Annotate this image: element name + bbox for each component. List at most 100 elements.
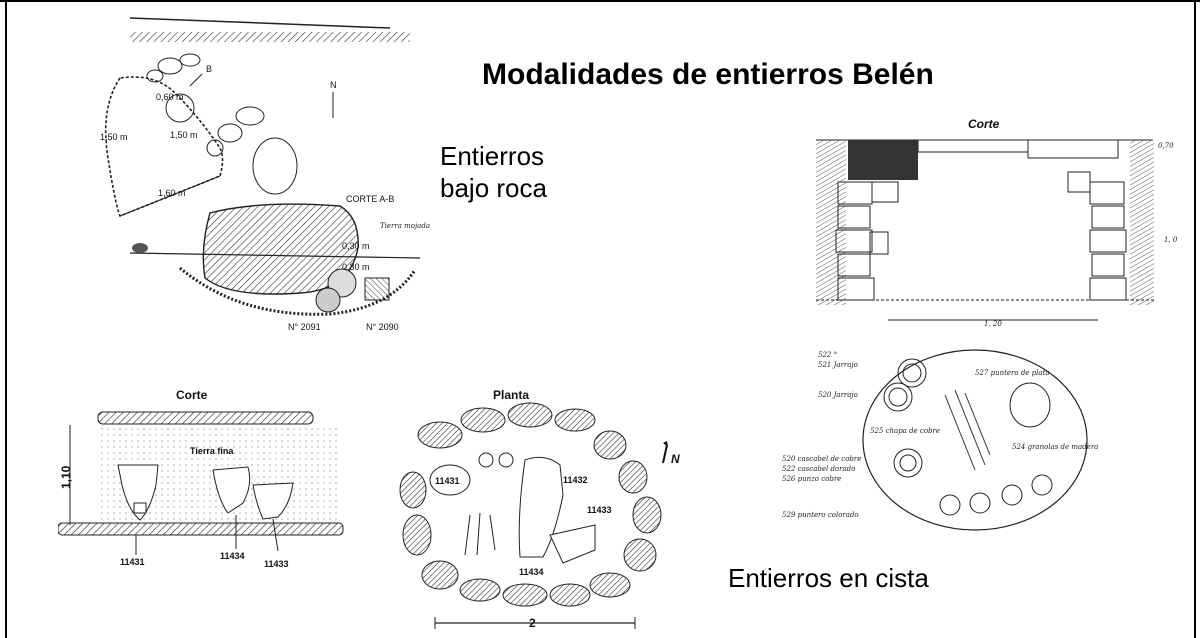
slide-border-right (1194, 0, 1196, 638)
artifact-id: 11433 (264, 559, 289, 569)
plan-note: 529 puntero colorado (782, 511, 859, 519)
soil-left (816, 140, 846, 305)
vessel-circle (899, 454, 917, 472)
terrain-hatch (130, 32, 410, 42)
vessel-circle (902, 363, 922, 383)
caption-rock-burials: Entierros bajo roca (440, 140, 547, 204)
plan-note: 527 puntero de plata (975, 369, 1050, 377)
vessel-shape (549, 524, 596, 564)
caption-rock-line1: Entierros (440, 141, 545, 171)
large-rock (252, 137, 298, 195)
pit-outline (104, 76, 224, 218)
scale-label: 2 (529, 616, 536, 630)
bone-group (464, 512, 496, 556)
cap-stone (1027, 139, 1119, 159)
artifact-id: 11432 (563, 475, 588, 485)
leader-line (272, 518, 279, 552)
soil-label: Tierra fina (190, 446, 234, 456)
dim-label: 0,30 m (342, 262, 370, 272)
plan-note: 522 cascabel dorado (782, 465, 855, 473)
width-dim: 1, 20 (984, 320, 1002, 328)
skull-shape (969, 492, 991, 514)
rock-shape (157, 57, 183, 75)
artifact-id: N° 2090 (366, 322, 399, 332)
height-label: 1,10 (59, 465, 73, 489)
dim-label: 1,60 m (158, 188, 186, 198)
vessel-circle (888, 387, 908, 407)
cap-stones (97, 411, 314, 425)
plan-note: 526 punzo cobre (782, 475, 841, 483)
cist-plan-figure: 522 ° 521 Jarrajo 520 Jarrajo 527 punter… (782, 349, 1098, 531)
skull-icon (478, 452, 494, 468)
north-label: N (671, 452, 680, 466)
corte-label: Corte (176, 388, 208, 402)
slide-border-left (5, 0, 7, 638)
urn-shape (212, 466, 251, 514)
skull-shape (1001, 484, 1023, 506)
artifact-id: 11434 (220, 551, 245, 561)
rock-burial-figure: 0,60 m 1,50 m 1,50 m 1,60 m B N CORTE A-… (100, 17, 430, 332)
cap-stone-left (848, 140, 918, 180)
floor-stones (58, 522, 344, 536)
north-arrow-head (663, 441, 668, 447)
cist-section-figure: Corte 0,70 1, 0 1, 20 (816, 117, 1178, 328)
artifact-id: 11434 (519, 567, 544, 577)
dim-label: 0,30 m (342, 241, 370, 251)
terrain-line (129, 17, 391, 29)
dim-label: 1,50 m (100, 132, 128, 142)
plan-note: 520 Jarrajo (818, 391, 858, 399)
small-stone (132, 243, 148, 253)
right-wall (1067, 171, 1127, 301)
artifact-id: 11431 (120, 557, 145, 567)
point-b-line (189, 73, 203, 87)
pit-section (179, 266, 417, 316)
vessel-circle (883, 382, 913, 412)
stone-ring (399, 402, 662, 607)
skull-icon (498, 452, 514, 468)
dim-line (119, 175, 221, 217)
soil-right (1130, 140, 1154, 305)
slide-title: Modalidades de entierros Belén (482, 58, 934, 91)
plan-note: 525 chapa de cobre (870, 427, 940, 435)
urn-shape (117, 464, 159, 521)
cist-oval (862, 349, 1088, 531)
bone-lines (944, 389, 991, 471)
north-label: N (330, 80, 337, 90)
plan-note: 522 ° (818, 351, 837, 359)
point-b-label: B (206, 64, 212, 74)
dim-label: 0,60 m (156, 92, 184, 102)
rock-shape (206, 139, 224, 157)
vessel-oval (1009, 382, 1051, 428)
slide-border-top (0, 0, 1200, 2)
rock-shape (235, 106, 265, 126)
skull-shape (1031, 474, 1053, 496)
plan-note: 520 cascabel de cobre (782, 455, 861, 463)
section-label: CORTE A-B (346, 194, 394, 204)
stone-block (364, 277, 390, 301)
soil-label: Tierra mojada (380, 222, 430, 230)
urn-shape (252, 482, 294, 520)
planta-figure: Planta 11431 11432 (399, 388, 680, 630)
top-dim: 0,70 (1158, 142, 1174, 150)
caption-cist-burials: Entierros en cista (728, 563, 929, 593)
cist-section-label: Corte (968, 117, 1000, 131)
plan-note: 521 Jarrajo (818, 361, 858, 369)
artifact-id: 11433 (587, 505, 612, 515)
rock-shape (217, 123, 243, 143)
caption-rock-line2: bajo roca (440, 173, 547, 203)
north-arrow (662, 444, 668, 464)
vessel-circle (893, 448, 923, 478)
artifact-id: N° 2091 (288, 322, 321, 332)
cap-stone (917, 139, 1029, 153)
rock-shape (146, 69, 164, 83)
artifact-id: 11431 (435, 476, 460, 486)
skull-shape (939, 494, 961, 516)
right-dim: 1, 0 (1164, 236, 1178, 244)
corte-figure: Corte Tierra fina 1,10 11431 11434 11433 (58, 388, 344, 569)
plan-note: 524 granolas de madera (1012, 443, 1098, 451)
vessel-oval (429, 464, 471, 496)
left-wall (835, 181, 899, 301)
rock-shape (179, 53, 201, 67)
vessel-circle (897, 358, 927, 388)
